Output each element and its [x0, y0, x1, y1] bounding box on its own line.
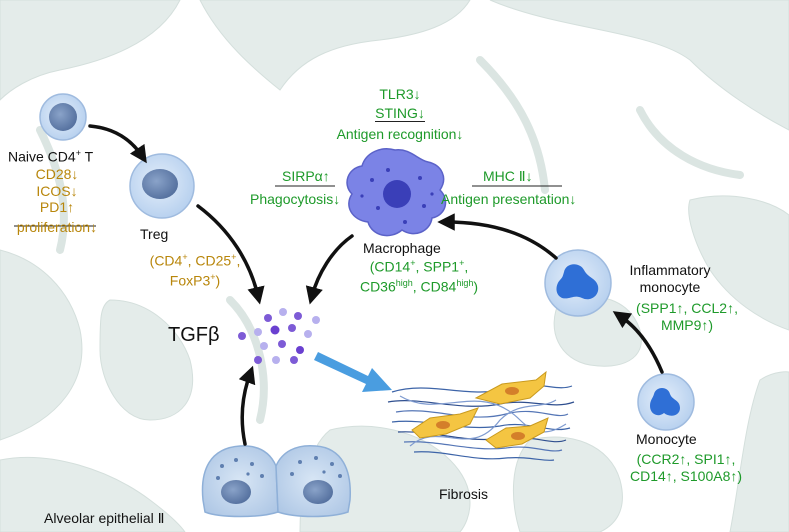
naive-title-end: T: [80, 148, 94, 165]
mac-m2c: , CD84: [412, 278, 457, 295]
arrow-treg-to-tgfb: [196, 204, 265, 305]
treg-m2b: +: [210, 272, 216, 283]
treg-cell: [129, 153, 195, 219]
mac-m1b: +: [410, 258, 416, 268]
arrow-macrophage-to-tgfb: [305, 234, 354, 305]
mac-m1e: ,: [464, 258, 469, 275]
alveolar-epithelial-cells: [201, 444, 351, 518]
naive-marker-cd28: CD28↓: [35, 166, 79, 182]
naive-marker-icos: ICOS↓: [36, 182, 78, 199]
naive-marker-pd1: PD1↑: [39, 199, 75, 216]
treg-markers-line2: FoxP3+): [120, 272, 270, 289]
phagocytosis-marker: Phagocytosis↓: [250, 191, 341, 207]
treg-markers-line1: (CD4+, CD25+,: [120, 252, 270, 269]
tgfb-molecules: [238, 308, 320, 364]
arrow-naive-to-treg: [88, 124, 147, 164]
fibrosis-label: Fibrosis: [439, 486, 489, 502]
macrophage-cell: [346, 148, 447, 237]
macrophage-markers: (CD14+, SPP1+, CD36high, CD84high): [334, 258, 504, 295]
macrophage-top-markers: TLR3↓ STING↓ Antigen recognition↓: [337, 86, 464, 143]
antigen-presentation-marker: Antigen presentation↓: [441, 191, 577, 207]
sting-marker: STING↓: [340, 105, 460, 123]
inflammatory-markers-line2: MMP9↑): [660, 316, 714, 333]
inflammatory-line2: monocyte: [639, 278, 701, 295]
mac-m1c: , SPP1: [415, 258, 460, 275]
mac-m2d: high: [456, 278, 474, 289]
treg-markers: (CD4+, CD25+, FoxP3+): [120, 252, 270, 289]
monocyte-markers-line1: (CCR2↑, SPI1↑,: [636, 451, 736, 467]
inflammatory-monocyte-label: Inflammatory monocyte: [620, 262, 720, 295]
tissue-lobes: [36, 56, 744, 424]
mhc-ii-marker: MHC Ⅱ↓: [483, 168, 533, 184]
arrows: [88, 124, 664, 446]
tgfb-label: TGFβ: [168, 324, 220, 346]
inflammatory-monocyte-cell: [544, 249, 612, 317]
mac-m2a: CD36: [359, 278, 396, 295]
arrow-tgfb-to-fibrosis: [314, 352, 392, 392]
naive-t-cell: [39, 93, 87, 141]
arrow-monocyte-to-inflammatory: [612, 311, 664, 374]
treg-m2a: FoxP3: [169, 272, 211, 289]
treg-m1b: +: [182, 252, 188, 262]
treg-m1a: (CD4: [149, 252, 183, 269]
treg-m1e: ,: [236, 252, 241, 269]
tlr3-marker: TLR3↓: [379, 86, 421, 102]
mac-m2b: high: [395, 278, 413, 289]
naive-title: Naive CD4: [8, 148, 76, 165]
macrophage-label: Macrophage: [363, 240, 441, 256]
macrophage-markers-line2: CD36high, CD84high): [334, 278, 504, 295]
inflammatory-markers: (SPP1↑, CCL2↑, MMP9↑): [612, 300, 762, 333]
monocyte-markers: (CCR2↑, SPI1↑, CD14↑, S100A8↑): [608, 451, 764, 484]
arrow-epithelial-to-tgfb: [238, 365, 256, 446]
mac-m1a: (CD14: [369, 258, 411, 275]
naive-title-sup: +: [75, 148, 81, 158]
monocyte-markers-line2: CD14↑, S100A8↑): [629, 467, 743, 484]
mac-m1d: +: [459, 258, 465, 268]
naive-cd4-t-label: Naive CD4+ T: [8, 148, 93, 165]
macrophage-markers-line1: (CD14+, SPP1+,: [334, 258, 504, 275]
monocyte-cell: [637, 373, 695, 431]
naive-marker-proliferation: proliferation↓: [16, 218, 98, 235]
divider-lines: [14, 185, 562, 227]
inflammatory-markers-line1: (SPP1↑, CCL2↑,: [636, 300, 738, 316]
fibrosis-fibers: [387, 384, 575, 462]
alveolar-epithelial-label: Alveolar epithelial Ⅱ: [44, 510, 165, 526]
sirpa-marker: SIRPα↑: [282, 168, 330, 184]
inflammatory-line1: Inflammatory: [629, 262, 711, 278]
monocyte-label: Monocyte: [636, 431, 697, 447]
arrow-inflammatory-to-macrophage: [437, 213, 558, 260]
sting-marker-text: STING↓: [375, 104, 425, 123]
mac-m2e: ): [473, 278, 479, 295]
antigen-recognition-marker: Antigen recognition↓: [336, 126, 464, 143]
treg-label: Treg: [140, 226, 169, 242]
naive-markers: CD28↓ ICOS↓ PD1↑ proliferation↓: [10, 166, 104, 235]
treg-m1d: +: [231, 252, 237, 262]
treg-m1c: , CD25: [187, 252, 232, 269]
treg-m2c: ): [215, 272, 221, 289]
fibroblasts: [411, 370, 549, 449]
